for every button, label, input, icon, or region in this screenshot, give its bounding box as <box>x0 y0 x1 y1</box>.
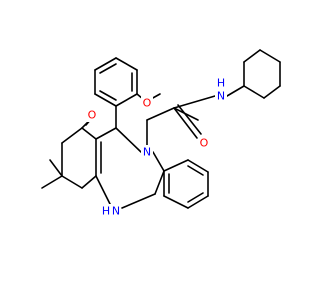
side-chain-bond <box>146 107 175 121</box>
molecule-structure-diagram: O O O N H N N H <box>41 49 281 218</box>
bond-lines <box>41 49 281 209</box>
aryl-double-bond <box>99 63 117 74</box>
ring-bond <box>115 127 142 153</box>
amide-double-bond <box>173 107 198 139</box>
methoxy-oxygen-label: O <box>143 97 152 110</box>
aryl-bond <box>115 93 138 107</box>
ring-bond <box>81 175 97 189</box>
benzo-bond <box>163 195 189 209</box>
ring-nitrogen-label: N <box>143 146 151 159</box>
benzo-bond <box>121 193 156 209</box>
ring-bond <box>61 175 83 189</box>
benzo-bond <box>187 159 209 173</box>
cyclohexyl-bond <box>243 85 265 99</box>
amide-oxygen-label: O <box>200 137 209 150</box>
cyclohexyl-bond <box>259 49 281 63</box>
aryl-bond <box>94 93 117 107</box>
aryl-bond <box>115 57 138 71</box>
aryl-double-bond <box>99 90 117 101</box>
cyclohexyl-bond <box>243 49 261 63</box>
ring-bond <box>81 127 97 140</box>
ketone-oxygen-label: O <box>88 109 97 122</box>
benzo-double-bond <box>187 165 204 176</box>
ring-bond <box>95 127 117 140</box>
ring-nh-hydrogen-label: H <box>102 205 110 218</box>
atom-labels: O O O N H N N H <box>86 77 227 218</box>
benzo-bond <box>163 159 189 172</box>
amide-double-bond <box>177 104 202 135</box>
aryl-bond <box>94 57 117 71</box>
cyclohexyl-bond <box>226 85 245 97</box>
amide-nitrogen-label: N <box>217 90 225 103</box>
benzo-double-bond <box>187 192 204 203</box>
amide-hydrogen-label: H <box>217 77 225 90</box>
benzo-bond <box>152 151 165 172</box>
side-chain-bond <box>173 95 216 109</box>
methyl-bond <box>49 159 63 177</box>
methyl-bond <box>41 175 63 189</box>
ring-nh-nitrogen-label: N <box>112 205 120 218</box>
cyclohexyl-bond <box>263 85 281 99</box>
benzo-bond <box>154 170 165 195</box>
ring-bond <box>95 175 111 205</box>
benzo-bond <box>187 195 209 209</box>
ring-bond <box>61 127 83 144</box>
